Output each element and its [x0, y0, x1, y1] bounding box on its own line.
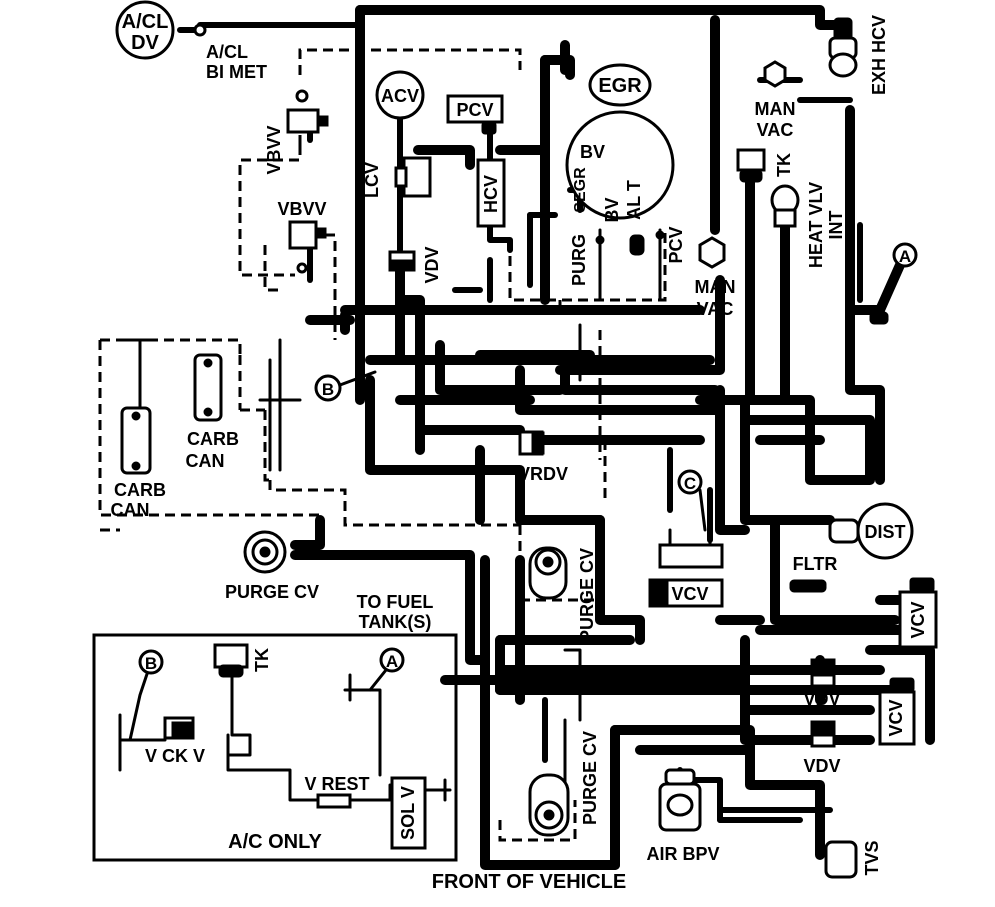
heat-vlv-label-1: HEAT VLV	[806, 182, 826, 268]
acl-dv-label-bottom: DV	[131, 32, 159, 54]
fuel-tank-label: TO FUEL TANK(S)	[357, 592, 434, 632]
vrdv-label: VRDV	[518, 464, 568, 484]
dashed-hoses	[98, 48, 667, 842]
vcv-2-component: VCV	[898, 577, 938, 649]
inset-callout-b: B	[145, 654, 157, 673]
vbvv-label-2: VBVV	[277, 199, 326, 219]
acl-dv-component: A/CL DV	[115, 0, 207, 60]
vrdv-component: VRDV	[518, 430, 568, 484]
vcv-3-component: VCV	[878, 677, 916, 746]
vdv-right-lower: VDV	[803, 720, 841, 776]
vdv-mid-component: VDV	[388, 246, 442, 284]
vcv-1-label: VCV	[671, 584, 708, 604]
man-vac-mid-component: MAN VAC	[695, 236, 736, 319]
tk-top-label: TK	[774, 153, 794, 177]
carb-can-2b: CAN	[111, 500, 150, 520]
carb-can-upper: CARB CAN	[186, 353, 239, 471]
vcv-2-label: VCV	[908, 601, 928, 638]
pcv-top-component: PCV	[446, 94, 504, 135]
heat-vlv-label-2: INT	[826, 211, 846, 240]
egr-port-labels: BV SEGR BV AL T PURG PCV	[569, 142, 686, 286]
lcv-label: LCV	[362, 162, 382, 198]
dist-component: DIST	[828, 502, 914, 560]
callout-b-main: B	[314, 370, 377, 402]
to-fuel-label-1: TO FUEL	[357, 592, 434, 612]
pcv-mid-label: PCV	[666, 226, 686, 263]
fltr-label: FLTR	[793, 554, 838, 574]
hcv-label: HCV	[481, 175, 501, 213]
segr-label: SEGR	[572, 167, 589, 213]
man-vac-top-label-1: MAN	[755, 99, 796, 119]
fltr-component	[789, 579, 827, 593]
vcv-3-label: VCV	[886, 699, 906, 736]
vdv-mid-label: VDV	[422, 246, 442, 283]
air-bpv-label: AIR BPV	[646, 844, 719, 864]
acl-bimet-label-2: BI MET	[206, 62, 267, 82]
callout-b-label: B	[322, 380, 334, 399]
purge-cv-3-label: PURGE CV	[580, 731, 600, 825]
vbvv-mid-component: VBVV	[277, 199, 327, 274]
purge-cv-left: PURGE CV	[225, 530, 319, 602]
bv-label-1: BV	[580, 142, 605, 162]
ac-only-label: A/C ONLY	[228, 831, 322, 853]
carb-can-1b: CAN	[186, 451, 225, 471]
to-fuel-label-2: TANK(S)	[359, 612, 432, 632]
carb-can-lower: CARB CAN	[111, 406, 166, 520]
exh-hcv-label: EXH HCV	[869, 15, 889, 95]
carb-can-1a: CARB	[187, 429, 239, 449]
tvs-label: TVS	[862, 840, 882, 875]
inset-tk-label: TK	[252, 648, 272, 672]
purge-cv-middle: PURGE CV	[528, 546, 597, 642]
carb-can-2a: CARB	[114, 480, 166, 500]
pcv-top-label: PCV	[456, 100, 493, 120]
v-ck-v-label: V CK V	[145, 746, 205, 766]
vdv-right-upper: VDV	[803, 658, 841, 709]
purg-label: PURG	[569, 234, 589, 286]
purge-cv-2-label: PURGE CV	[577, 548, 597, 642]
purge-cv-1-label: PURGE CV	[225, 582, 319, 602]
vbvv-top-component: VBVV	[264, 89, 329, 175]
hcv-component: HCV	[476, 158, 506, 228]
al-t-label: AL T	[624, 180, 644, 220]
lcv-component: LCV	[362, 156, 432, 198]
egr-label: EGR	[598, 75, 642, 97]
acl-dv-label-top: A/CL	[122, 11, 169, 33]
tvs-component: TVS	[824, 840, 882, 879]
callout-a-label: A	[899, 247, 911, 266]
tk-top-component: TK	[736, 148, 794, 183]
air-bpv-component: AIR BPV	[646, 768, 720, 864]
man-vac-top-component: MAN VAC	[755, 60, 796, 140]
vdv-r2-label: VDV	[803, 756, 840, 776]
vbvv-label-1: VBVV	[264, 125, 284, 174]
acv-label: ACV	[381, 86, 419, 106]
ac-only-inset: B TK A V CK V V REST SOL V A/C ONLY	[92, 633, 458, 862]
bv-label-2: BV	[602, 197, 622, 222]
sol-v-label: SOL V	[398, 786, 418, 840]
callout-c-label: C	[684, 474, 696, 493]
man-vac-mid-label-2: VAC	[697, 299, 734, 319]
egr-valve: EGR	[565, 63, 675, 220]
dist-label: DIST	[864, 522, 905, 542]
purge-cv-lower: PURGE CV	[528, 731, 600, 837]
inset-callout-a: A	[386, 652, 398, 671]
heat-valve-component: HEAT VLV INT EXH HCV	[770, 15, 889, 268]
vcv-1-component: VCV	[648, 543, 724, 608]
main-vacuum-hoses	[290, 5, 935, 870]
acv-component: ACV	[375, 70, 425, 120]
acl-bimet-label-1: A/CL	[206, 42, 248, 62]
callout-c: C	[677, 469, 703, 495]
vdv-r1-label: VDV	[803, 689, 840, 709]
v-rest-label: V REST	[304, 774, 369, 794]
man-vac-mid-label-1: MAN	[695, 277, 736, 297]
front-of-vehicle-label: FRONT OF VEHICLE	[432, 871, 626, 893]
callout-a-top: A	[869, 242, 918, 325]
man-vac-top-label-2: VAC	[757, 120, 794, 140]
exh-hcv-component	[828, 17, 858, 78]
